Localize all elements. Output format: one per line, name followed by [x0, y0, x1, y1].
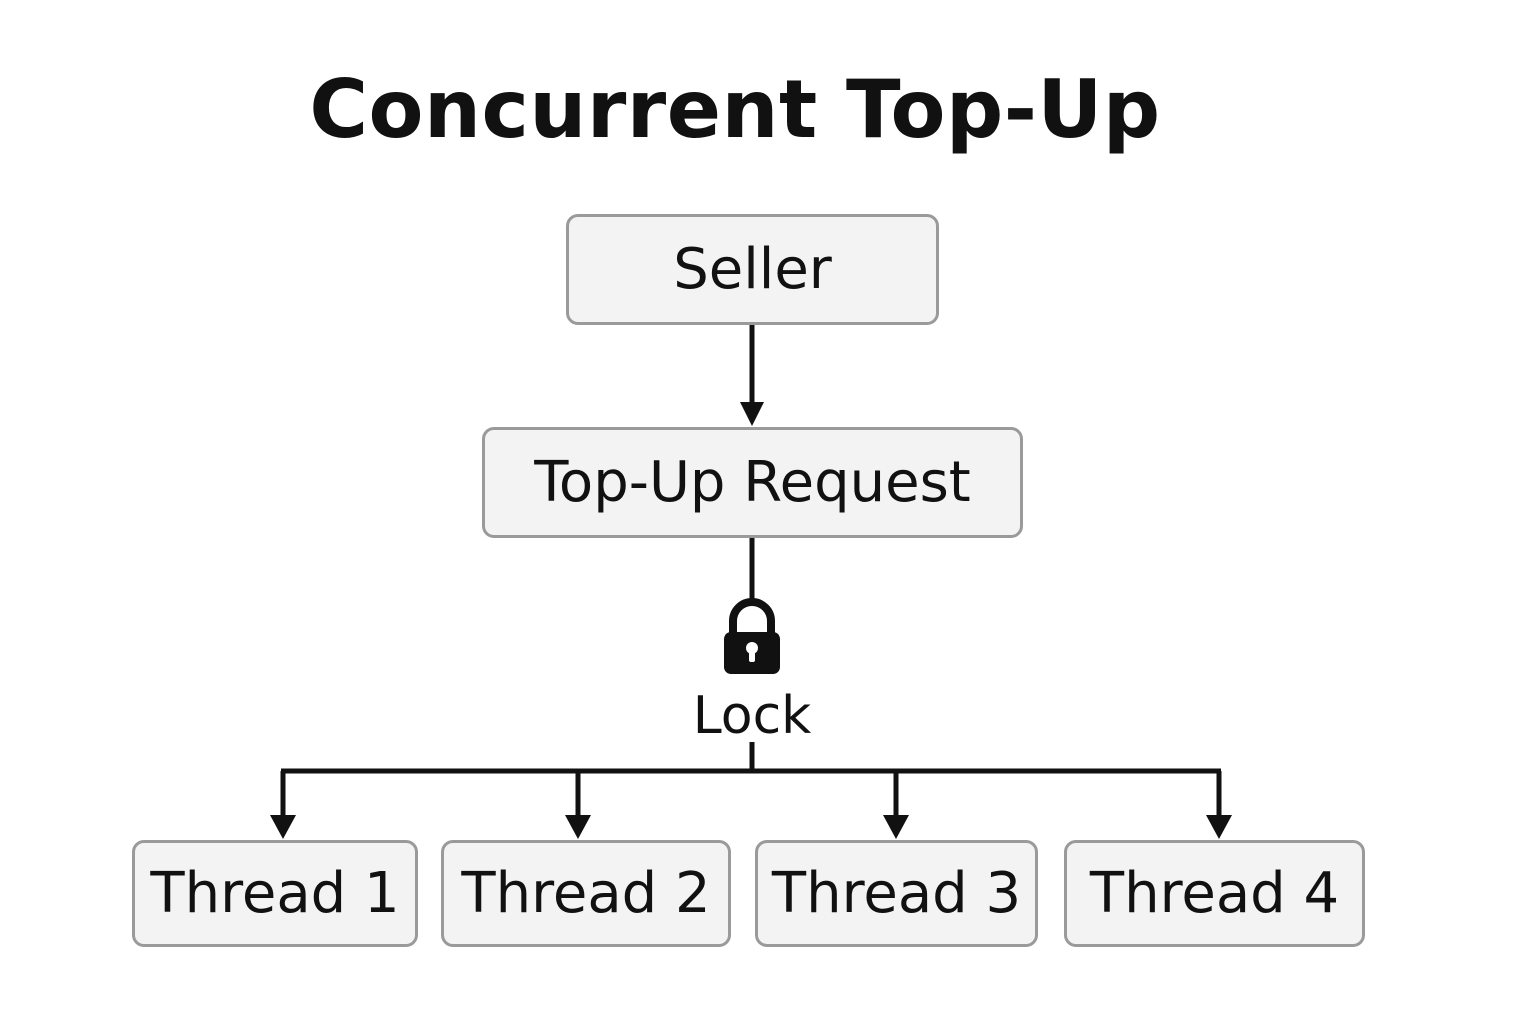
diagram-title: Concurrent Top-Up — [309, 63, 1161, 156]
arrowhead-thread-2 — [565, 815, 591, 839]
thread-node-2: Thread 2 — [441, 840, 731, 947]
thread-node-3: Thread 3 — [755, 840, 1038, 947]
arrowhead-request — [740, 402, 764, 426]
seller-node: Seller — [566, 214, 939, 325]
top-up-request-node: Top-Up Request — [482, 427, 1023, 538]
padlock-icon — [724, 598, 780, 674]
thread-node-1: Thread 1 — [132, 840, 418, 947]
arrowhead-thread-1 — [270, 815, 296, 839]
arrowhead-thread-3 — [883, 815, 909, 839]
arrowhead-thread-4 — [1206, 815, 1232, 839]
lock-label: Lock — [692, 686, 812, 746]
thread-node-4: Thread 4 — [1064, 840, 1365, 947]
